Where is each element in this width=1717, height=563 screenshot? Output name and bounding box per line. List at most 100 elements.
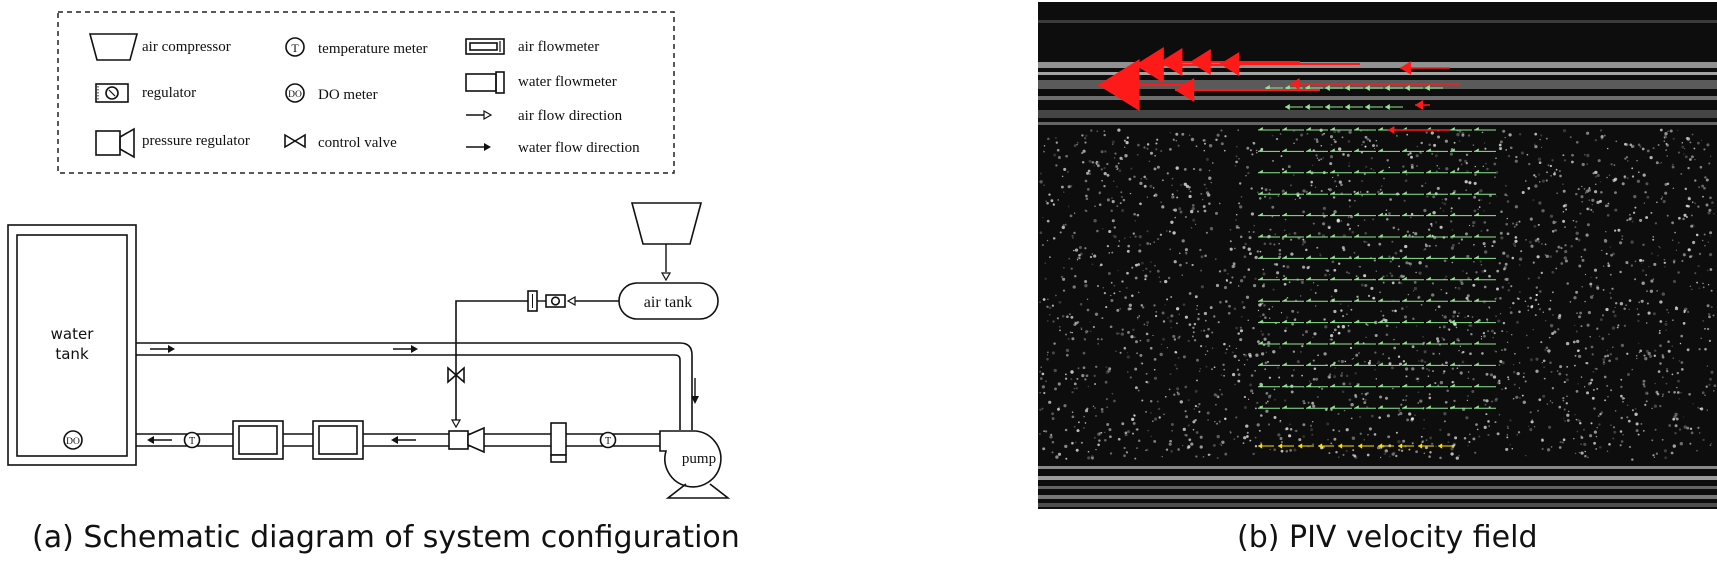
piv-particle	[1131, 294, 1134, 297]
piv-particle	[1075, 448, 1079, 452]
piv-particle	[1113, 157, 1116, 159]
piv-particle	[1267, 341, 1271, 345]
piv-particle	[1591, 353, 1594, 356]
piv-particle	[1592, 294, 1594, 296]
piv-particle	[1653, 262, 1657, 266]
piv-particle	[1199, 367, 1202, 370]
piv-particle	[1518, 257, 1523, 261]
piv-particle	[1564, 226, 1566, 228]
piv-particle	[1512, 370, 1516, 374]
piv-particle	[1556, 192, 1558, 195]
piv-particle	[1683, 311, 1686, 314]
green-vector-head	[1402, 276, 1407, 280]
piv-particle	[1184, 216, 1187, 218]
green-vector-head	[1330, 127, 1335, 131]
piv-particle	[1258, 197, 1262, 200]
piv-particle	[1110, 294, 1112, 297]
piv-particle	[1319, 254, 1322, 257]
piv-particle	[1368, 359, 1372, 363]
piv-particle	[1376, 362, 1378, 365]
piv-particle	[1591, 396, 1595, 400]
piv-particle	[1260, 414, 1263, 417]
piv-particle	[1472, 378, 1475, 381]
piv-particle	[1552, 220, 1556, 225]
piv-particle	[1689, 158, 1692, 161]
piv-particle	[1237, 379, 1241, 383]
piv-particle	[1410, 163, 1414, 167]
piv-particle	[1084, 284, 1088, 288]
green-vector-head	[1330, 255, 1335, 259]
piv-particle	[1117, 245, 1120, 248]
piv-particle	[1172, 196, 1175, 198]
piv-particle	[1244, 242, 1247, 246]
piv-particle	[1125, 451, 1129, 454]
piv-particle	[1385, 217, 1389, 221]
piv-particle	[1570, 244, 1573, 248]
piv-particle	[1115, 332, 1119, 335]
piv-particle	[1400, 282, 1403, 285]
piv-particle	[1168, 230, 1171, 233]
piv-particle	[1437, 135, 1440, 139]
piv-particle	[1236, 368, 1240, 371]
piv-particle	[1493, 332, 1496, 335]
piv-particle	[1687, 310, 1690, 313]
piv-particle	[1091, 456, 1094, 460]
piv-particle	[1323, 132, 1325, 135]
piv-particle	[1175, 166, 1179, 170]
piv-particle	[1468, 440, 1471, 444]
piv-particle	[1432, 352, 1435, 355]
piv-particle	[1666, 214, 1669, 217]
piv-particle	[1418, 271, 1422, 275]
piv-particle	[1657, 144, 1660, 146]
piv-particle	[1153, 358, 1157, 361]
piv-particle	[1089, 255, 1093, 259]
piv-particle	[1313, 332, 1317, 336]
piv-particle	[1504, 278, 1507, 281]
green-vector-head	[1258, 234, 1263, 238]
green-vector-head	[1354, 319, 1359, 323]
piv-particle	[1368, 139, 1372, 143]
piv-particle	[1405, 173, 1408, 176]
piv-particle	[1525, 180, 1527, 182]
piv-particle	[1575, 418, 1578, 421]
piv-particle	[1575, 220, 1578, 223]
piv-particle	[1444, 139, 1448, 143]
piv-particle	[1498, 143, 1502, 147]
piv-particle	[1407, 153, 1410, 156]
piv-particle	[1609, 273, 1612, 276]
piv-particle	[1562, 397, 1565, 400]
piv-particle	[1666, 308, 1669, 311]
piv-particle	[1121, 280, 1124, 283]
piv-particle	[1134, 386, 1138, 390]
piv-particle	[1256, 401, 1259, 405]
piv-particle	[1610, 389, 1613, 392]
piv-particle	[1341, 136, 1344, 139]
piv-particle	[1235, 226, 1239, 230]
piv-particle	[1494, 421, 1497, 424]
piv-particle	[1107, 272, 1111, 275]
green-vector-head	[1474, 362, 1479, 366]
piv-particle	[1551, 291, 1554, 294]
piv-particle	[1467, 377, 1469, 380]
piv-particle	[1272, 350, 1276, 354]
piv-particle	[1551, 230, 1555, 233]
piv-particle	[1111, 392, 1114, 395]
piv-particle	[1499, 313, 1502, 315]
piv-particle	[1379, 456, 1382, 459]
piv-particle	[1707, 211, 1711, 215]
piv-particle	[1400, 307, 1404, 310]
piv-particle	[1337, 331, 1341, 335]
piv-particle	[1205, 365, 1208, 368]
piv-particle	[1640, 299, 1644, 303]
piv-particle	[1696, 281, 1699, 284]
piv-particle	[1304, 330, 1309, 334]
piv-particle	[1699, 165, 1703, 169]
piv-particle	[1114, 152, 1117, 155]
piv-particle	[1469, 433, 1471, 435]
piv-particle	[1042, 447, 1046, 451]
piv-particle	[1136, 352, 1138, 355]
piv-particle	[1364, 283, 1368, 288]
piv-particle	[1183, 168, 1187, 171]
piv-particle	[1361, 143, 1363, 146]
piv-particle	[1627, 373, 1630, 376]
